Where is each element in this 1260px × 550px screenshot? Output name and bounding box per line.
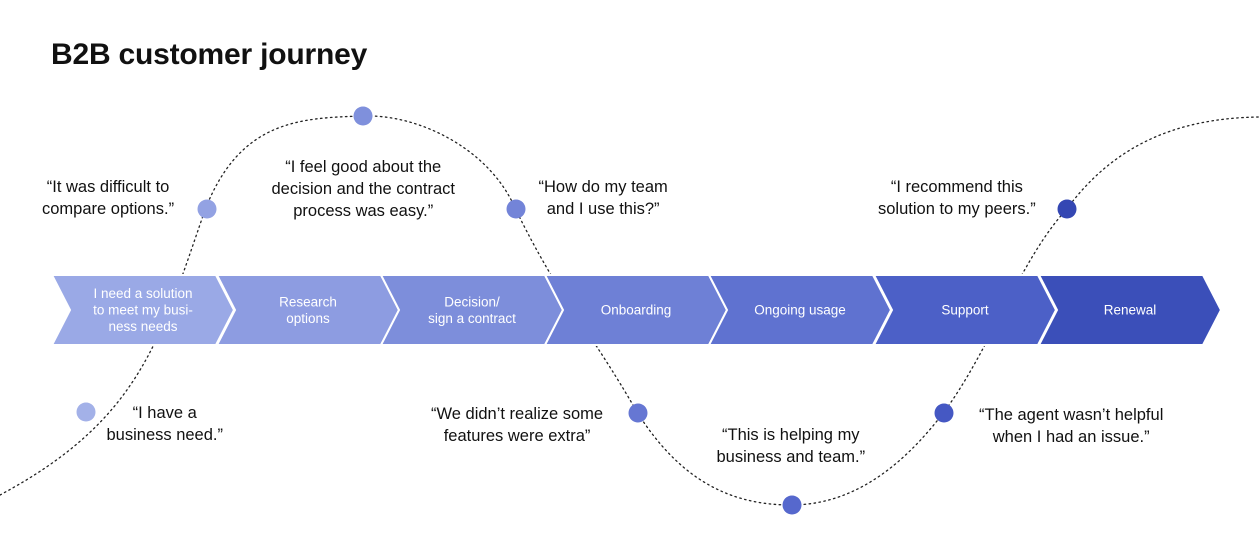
quote-2: “It was difficult to compare options.” xyxy=(42,176,174,220)
journey-dot-5 xyxy=(628,403,648,423)
stage-label-3: Decision/sign a contract xyxy=(428,294,516,326)
quote-7: “The agent wasn’t helpful when I had an i… xyxy=(979,404,1163,448)
stage-label-line: Ongoing usage xyxy=(754,303,846,318)
journey-dot-3 xyxy=(353,106,373,126)
stage-label-line: options xyxy=(286,311,330,326)
quote-line: “I feel good about the xyxy=(285,158,442,176)
journey-dot-6 xyxy=(782,495,802,515)
stage-label-2: Research options xyxy=(279,294,337,326)
stage-label-line: Renewal xyxy=(1104,303,1157,318)
quote-line: “I have a xyxy=(132,404,197,422)
quote-line: “This is helping my xyxy=(722,426,860,444)
stage-label-line: Support xyxy=(941,303,989,318)
quote-3: “I feel good about the decision and the c… xyxy=(272,156,455,222)
stage-label-7: Renewal xyxy=(1104,303,1157,318)
stage-label-line: sign a contract xyxy=(428,311,516,326)
quote-line: process was easy.” xyxy=(293,202,434,220)
quote-8: “I recommend this solution to my peers.” xyxy=(878,176,1036,220)
journey-dot-7 xyxy=(934,403,954,423)
stage-label-line: Research xyxy=(279,294,337,309)
quote-line: solution to my peers.” xyxy=(878,200,1036,218)
quote-4: “How do my team and I use this?” xyxy=(539,176,668,220)
journey-dots xyxy=(76,106,1077,515)
journey-dot-4 xyxy=(506,199,526,219)
journey-dot-1 xyxy=(76,402,96,422)
stage-label-line: Onboarding xyxy=(601,303,672,318)
quote-line: “How do my team xyxy=(538,178,668,196)
stage-label-5: Ongoing usage xyxy=(754,303,846,318)
quote-line: business and team.” xyxy=(716,448,866,466)
quote-line: “It was difficult to xyxy=(46,178,170,196)
stage-label-line: ness needs xyxy=(108,319,177,334)
stage-label-line: I need a solution xyxy=(93,286,192,301)
quote-line: features were extra” xyxy=(443,427,591,445)
stage-label-4: Onboarding xyxy=(601,303,672,318)
quote-line: decision and the contract xyxy=(271,180,455,198)
stage-chevrons: I need a solution to meet my busi-ness ne… xyxy=(50,274,1223,346)
quote-line: when I had an issue.” xyxy=(992,428,1150,446)
quote-line: “I recommend this xyxy=(890,178,1023,196)
stage-label-6: Support xyxy=(941,303,989,318)
stage-label-1: I need a solution to meet my busi-ness ne… xyxy=(93,286,193,334)
page-title: B2B customer journey xyxy=(51,38,368,71)
stage-chevron-7 xyxy=(1037,274,1223,346)
quote-5: “We didn’t realize some features were ext… xyxy=(431,403,603,447)
stage-label-line: to meet my busi- xyxy=(93,303,193,318)
quote-line: “We didn’t realize some xyxy=(431,405,604,423)
journey-dot-8 xyxy=(1057,199,1077,219)
quote-6: “This is helping my business and team.” xyxy=(717,424,866,468)
quote-line: “The agent wasn’t helpful xyxy=(979,406,1164,424)
journey-dot-2 xyxy=(197,199,217,219)
quote-line: business need.” xyxy=(106,426,224,444)
quote-line: compare options.” xyxy=(42,200,175,218)
quote-line: and I use this?” xyxy=(546,200,660,218)
quote-1: “I have a business need.” xyxy=(107,402,224,446)
stage-label-line: Decision/ xyxy=(444,294,500,309)
